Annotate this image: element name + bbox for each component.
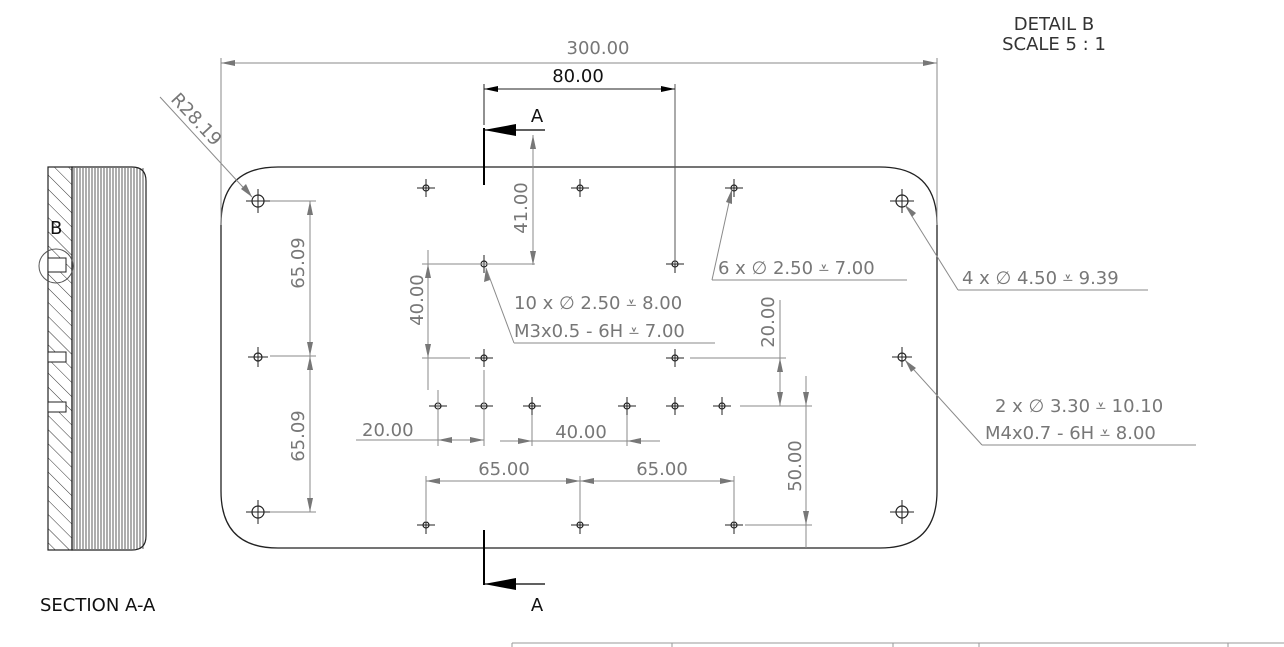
cut-marker-top: A	[483, 106, 545, 185]
section-fins	[71, 166, 147, 551]
svg-text:65.00: 65.00	[636, 459, 688, 480]
dimension-80: 80.00	[483, 66, 676, 264]
svg-text:65.09: 65.09	[288, 237, 309, 289]
dimension-65-horizontal: 65.00 65.00	[425, 459, 735, 522]
dimension-41: 41.00	[511, 135, 536, 265]
svg-text:20.00: 20.00	[758, 296, 779, 348]
section-hole-3	[47, 401, 67, 413]
svg-text:A: A	[531, 106, 544, 127]
svg-text:M3x0.5 - 6H ⩡ 7.00: M3x0.5 - 6H ⩡ 7.00	[514, 321, 685, 342]
plate-outline	[220, 166, 938, 549]
detail-b-circle	[38, 248, 74, 284]
detail-title: DETAIL B	[1014, 14, 1095, 35]
callout-6-holes: 6 x ∅ 2.50 ⩡ 7.00	[711, 188, 907, 281]
svg-text:10 x ∅ 2.50 ⩡ 8.00: 10 x ∅ 2.50 ⩡ 8.00	[514, 293, 682, 314]
svg-text:41.00: 41.00	[511, 182, 532, 234]
dimension-40-horizontal: 40.00	[500, 415, 660, 446]
detail-marker-b: B	[50, 218, 62, 239]
cut-marker-bottom: A	[483, 530, 545, 616]
svg-text:A: A	[531, 595, 544, 616]
svg-text:50.00: 50.00	[785, 440, 806, 492]
svg-text:40.00: 40.00	[555, 422, 607, 443]
svg-text:R28.19: R28.19	[166, 89, 225, 150]
dimension-20-vertical: 20.00	[690, 296, 812, 407]
callout-4-holes: 4 x ∅ 4.50 ⩡ 9.39	[904, 204, 1148, 291]
svg-text:80.00: 80.00	[552, 66, 604, 87]
svg-text:2 x ∅ 3.30 ⩡ 10.10: 2 x ∅ 3.30 ⩡ 10.10	[995, 396, 1163, 417]
callout-10-holes: 10 x ∅ 2.50 ⩡ 8.00 M3x0.5 - 6H ⩡ 7.00	[484, 267, 715, 344]
callout-2-holes: 2 x ∅ 3.30 ⩡ 10.10 M4x0.7 - 6H ⩡ 8.00	[904, 359, 1196, 446]
svg-text:M4x0.7 - 6H ⩡ 8.00: M4x0.7 - 6H ⩡ 8.00	[985, 423, 1156, 444]
section-hole-2	[47, 351, 67, 363]
section-rounded-edge	[71, 166, 147, 551]
dimension-65-upper: 65.09	[270, 200, 316, 357]
detail-scale: SCALE 5 : 1	[1002, 34, 1106, 55]
svg-text:65.00: 65.00	[478, 459, 530, 480]
section-label: SECTION A-A	[40, 595, 156, 616]
svg-text:65.09: 65.09	[288, 410, 309, 462]
svg-text:6 x ∅ 2.50 ⩡ 7.00: 6 x ∅ 2.50 ⩡ 7.00	[718, 258, 875, 279]
section-hole-1	[47, 257, 67, 273]
svg-text:4 x ∅ 4.50 ⩡ 9.39: 4 x ∅ 4.50 ⩡ 9.39	[962, 268, 1119, 289]
dimension-overall-width: 300.00	[220, 38, 938, 225]
dimension-50: 50.00	[745, 376, 812, 548]
dimension-40: 40.00	[407, 250, 535, 390]
dimension-radius: R28.19	[159, 89, 253, 198]
section-view: B SECTION A-A	[38, 166, 156, 616]
svg-text:20.00: 20.00	[362, 420, 414, 441]
svg-text:40.00: 40.00	[407, 274, 428, 326]
svg-text:300.00: 300.00	[567, 38, 630, 59]
dimension-65-lower: 65.09	[270, 356, 316, 513]
dimension-20-horizontal: 20.00	[356, 370, 485, 446]
title-block-edge	[511, 642, 1284, 647]
